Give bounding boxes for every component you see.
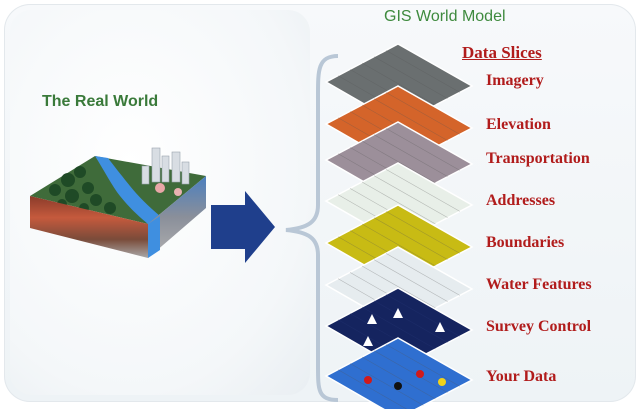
data-point-icon [438, 378, 446, 386]
right-arrow-icon [211, 191, 275, 263]
layer-slice-your-data [324, 337, 474, 409]
data-slices-heading: Data Slices [462, 43, 542, 62]
layer-label-imagery: Imagery [486, 72, 544, 89]
survey-marker-icon [435, 322, 445, 332]
real-world-title: The Real World [42, 93, 159, 110]
data-point-icon [364, 376, 372, 384]
data-point-icon [394, 382, 402, 390]
layer-label-transportation: Transportation [486, 150, 590, 167]
layer-label-elevation: Elevation [486, 116, 551, 133]
layer-label-water-features: Water Features [486, 276, 592, 293]
layer-label-survey-control: Survey Control [486, 318, 592, 335]
data-point-icon [416, 370, 424, 378]
survey-marker-icon [363, 336, 373, 346]
survey-marker-icon [367, 314, 377, 324]
layer-label-your-data: Your Data [486, 368, 557, 385]
layer-label-boundaries: Boundaries [486, 234, 565, 251]
survey-marker-icon [393, 308, 403, 318]
gis-model-title: GIS World Model [384, 8, 506, 25]
layer-label-addresses: Addresses [486, 192, 556, 209]
